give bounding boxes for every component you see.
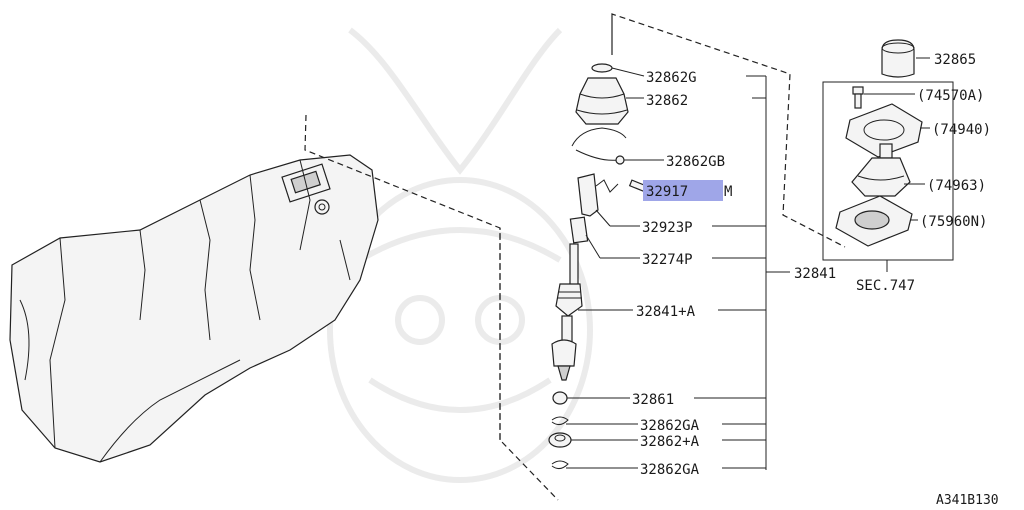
diagram-id: A341B130: [936, 493, 999, 508]
part-label-74963[interactable]: (74963): [927, 178, 986, 194]
part-label-32841a[interactable]: 32841+A: [636, 304, 696, 320]
part-label-32862ga-1[interactable]: 32862GA: [640, 418, 700, 434]
upper-plate: [845, 103, 923, 158]
watermark-emblem: [327, 27, 593, 483]
part-label-32862a[interactable]: 32862+A: [640, 434, 700, 450]
section-reference[interactable]: SEC.747: [856, 278, 915, 294]
part-label-32923p[interactable]: 32923P: [642, 220, 693, 236]
part-label-32862g[interactable]: 32862G: [646, 70, 697, 86]
shift-knob: [881, 39, 915, 78]
leader-lines: [566, 67, 664, 469]
bolt: [852, 86, 864, 109]
assembly-bracket: [694, 75, 790, 470]
part-label-32917[interactable]: 32917: [646, 184, 688, 200]
part-label-32862[interactable]: 32862: [646, 93, 688, 109]
part-label-32865[interactable]: 32865: [934, 52, 976, 68]
assembly-label-32841[interactable]: 32841: [794, 266, 836, 282]
part-label-32862ga-2[interactable]: 32862GA: [640, 462, 700, 478]
sec-747-box: [822, 81, 954, 261]
part-highlight: [643, 180, 723, 201]
dashed-boundary-upper: [611, 13, 846, 248]
part-label-32862gb[interactable]: 32862GB: [666, 154, 725, 170]
shift-boot: [851, 143, 911, 197]
lever-assembly: [548, 63, 654, 470]
part-label-32861[interactable]: 32861: [632, 392, 674, 408]
part-label-32917-suffix: M: [724, 184, 732, 200]
part-label-32274p[interactable]: 32274P: [642, 252, 693, 268]
part-label-74940[interactable]: (74940): [932, 122, 991, 138]
transmission-housing: [9, 154, 379, 463]
part-label-74570a[interactable]: (74570A): [917, 88, 984, 104]
part-label-75960n[interactable]: (75960N): [920, 214, 987, 230]
lower-plate: [835, 195, 913, 247]
